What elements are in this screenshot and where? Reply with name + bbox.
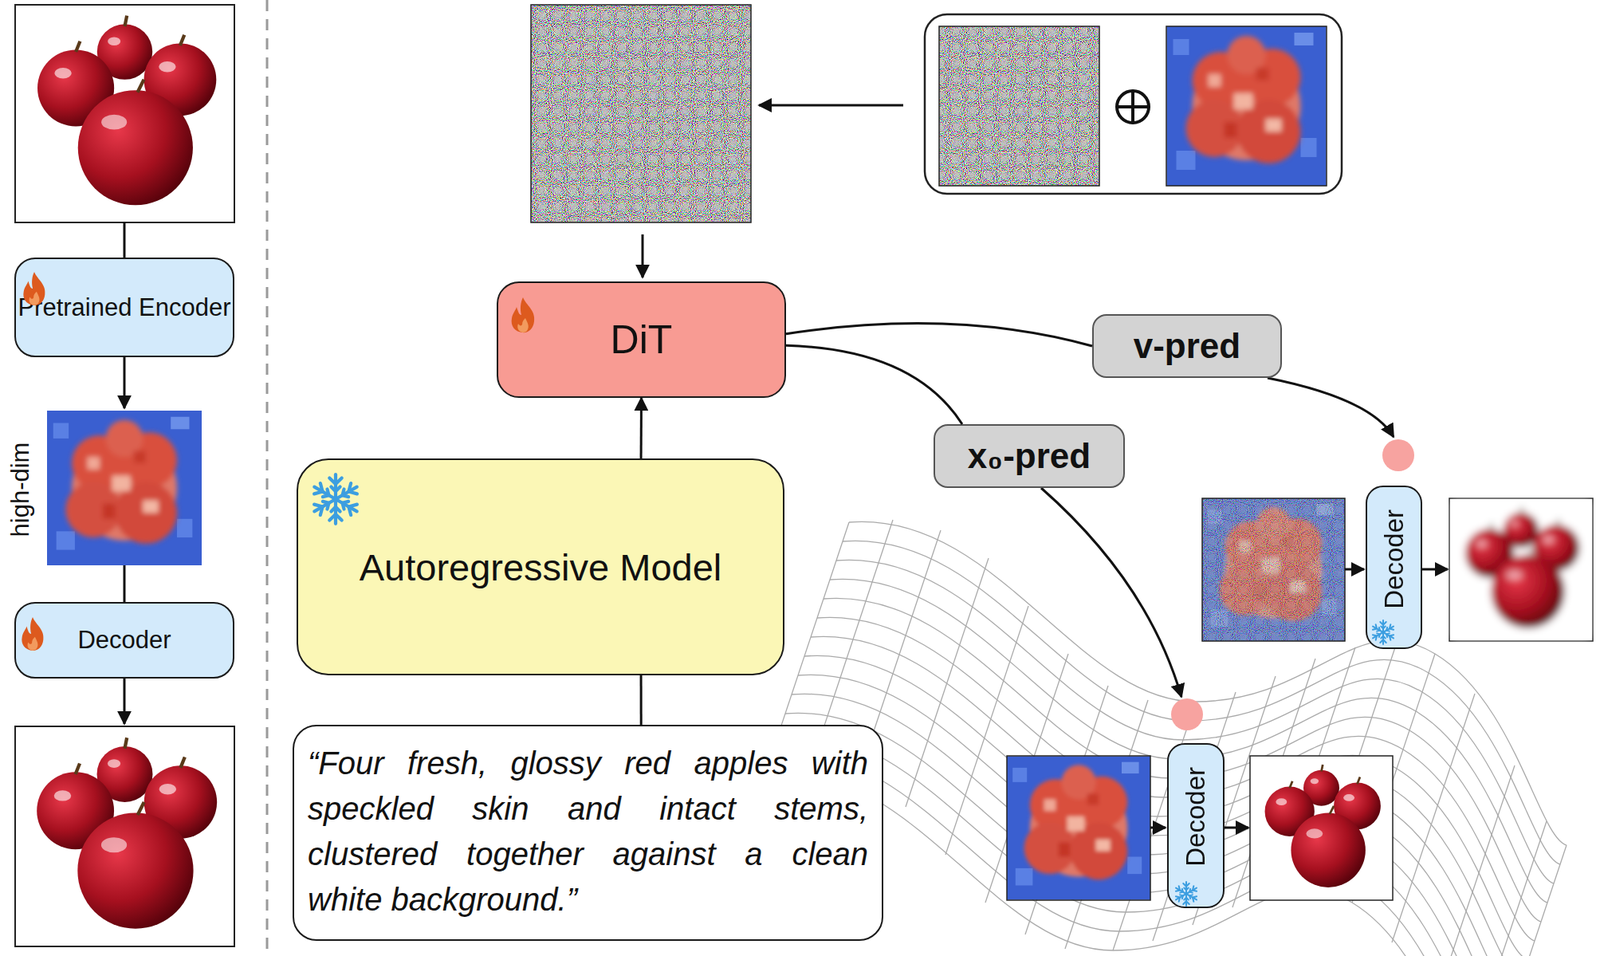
node-text: DiT	[610, 316, 673, 363]
connector	[640, 397, 643, 459]
frozen-icon	[310, 474, 360, 524]
node-text: Decoder	[1379, 509, 1410, 610]
connector	[786, 323, 1093, 346]
divider-line	[266, 0, 269, 956]
encoder-box: Pretrained Encoder	[14, 257, 235, 358]
prompt-box: “Four fresh, glossy red apples with spec…	[292, 724, 884, 941]
trainable-icon	[511, 297, 535, 333]
node-text: Pretrained Encoder	[17, 290, 231, 325]
frozen-icon	[1371, 620, 1396, 645]
node-text: x₀-pred	[967, 436, 1091, 476]
ar-model-box: Autoregressive Model	[296, 458, 785, 676]
loss-landscape-mesh	[766, 519, 1567, 956]
connector	[786, 345, 963, 425]
pred-label: x₀-pred	[933, 424, 1125, 488]
node-text: Decoder	[77, 623, 171, 657]
v-pred-output	[1202, 377, 1593, 641]
flow-arrow	[758, 104, 904, 107]
trainable-icon	[21, 617, 44, 651]
noise-latent	[530, 4, 751, 223]
node-text: Decoder	[1180, 766, 1211, 867]
decoder-box: Decoder	[1365, 485, 1423, 649]
pred-label: v-pred	[1092, 314, 1282, 378]
node-text: v-pred	[1133, 326, 1241, 366]
side-label: high-dim	[6, 442, 36, 538]
decoder-box: Decoder	[1167, 742, 1225, 909]
decoder-box: Decoder	[14, 601, 235, 679]
left-pipeline	[15, 4, 235, 947]
node-text: Autoregressive Model	[359, 545, 723, 590]
x0-pred-output	[1006, 487, 1393, 901]
flow-arrow	[641, 234, 645, 278]
frozen-icon	[1174, 881, 1199, 906]
noise-plus-feature	[924, 14, 1342, 194]
trainable-icon	[23, 271, 45, 306]
dit-box: DiT	[496, 281, 787, 398]
node-text: “Four fresh, glossy red apples with spec…	[307, 740, 869, 923]
connector	[640, 675, 643, 725]
